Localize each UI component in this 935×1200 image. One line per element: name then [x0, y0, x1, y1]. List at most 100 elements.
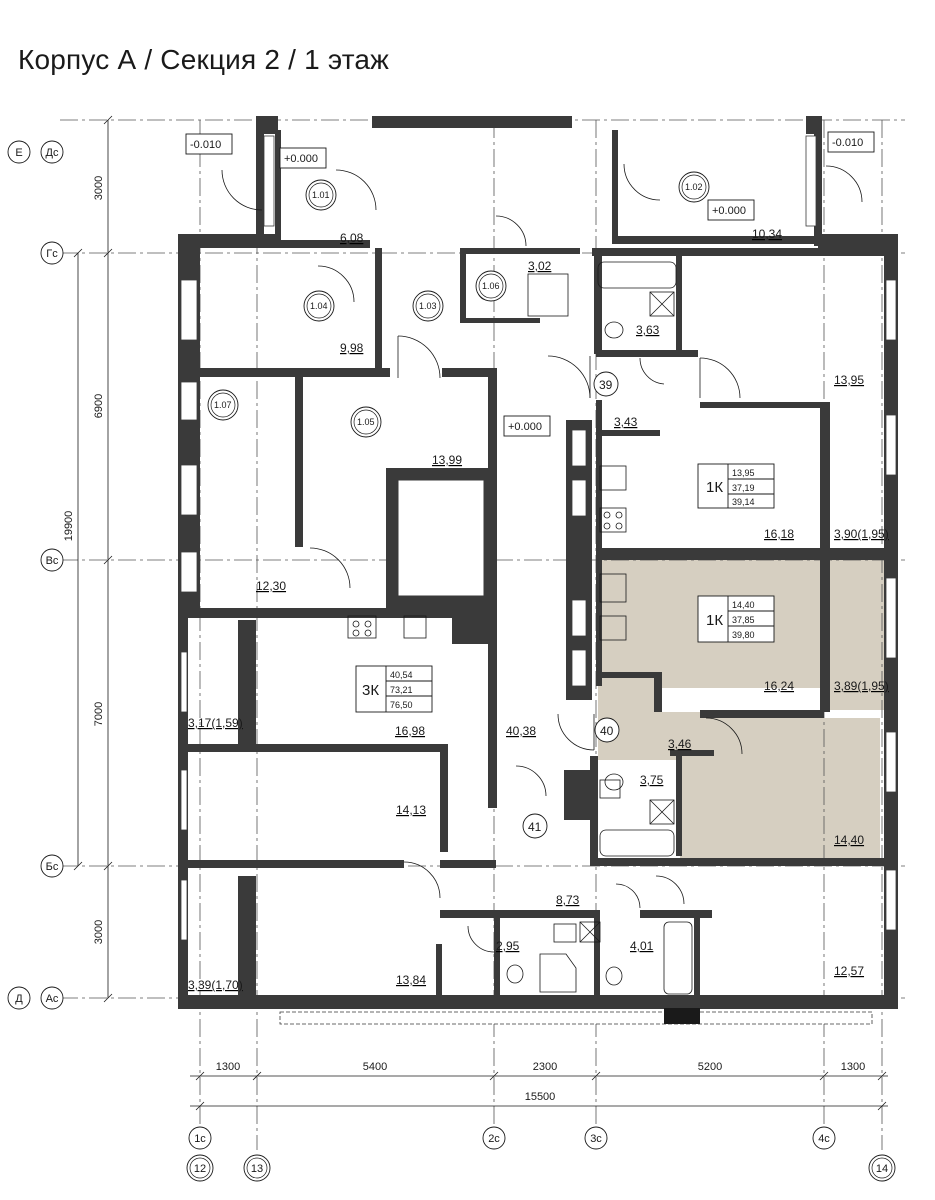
level-zero-101: +0.000 — [284, 153, 318, 165]
axis-3c: 3с — [590, 1133, 602, 1145]
apartment-boxes — [355, 463, 775, 713]
room-tag-101: 1.01 — [312, 190, 330, 200]
kitchen-niches — [571, 429, 587, 687]
apartment-type-41: 3К — [362, 682, 379, 699]
area-1384: 13,84 — [396, 973, 426, 987]
area-1257: 12,57 — [834, 964, 864, 978]
apartment-40-living: 14,40 — [732, 600, 755, 610]
area-998: 9,98 — [340, 341, 364, 355]
unit-numbers: 39 40 41 — [528, 378, 614, 834]
apartment-labels: 1К 13,95 37,19 39,14 1К 14,40 37,85 39,8… — [362, 468, 755, 710]
room-tags: 1.01 1.02 1.04 1.03 1.06 1.07 1.05 — [214, 182, 703, 427]
area-1399: 13,99 — [432, 453, 462, 467]
room-tag-107: 1.07 — [214, 400, 232, 410]
area-608: 6,08 — [340, 231, 364, 245]
level-zero-102: +0.000 — [712, 205, 746, 217]
axis-bs: Бс — [46, 861, 59, 873]
area-302: 3,02 — [528, 259, 552, 273]
level-boxes — [185, 131, 875, 437]
area-317: 3,17(1,59) — [188, 716, 243, 730]
apartment-type-40: 1К — [706, 612, 723, 629]
axis-13: 13 — [251, 1163, 263, 1175]
area-401: 4,01 — [630, 939, 654, 953]
sanitary-fixtures — [347, 261, 693, 995]
area-389: 3,89(1,95) — [834, 679, 889, 693]
unit-40: 40 — [600, 724, 614, 738]
dim-h-1300-left: 1300 — [216, 1061, 240, 1073]
dim-v-6900: 6900 — [93, 394, 105, 418]
dim-h-1300-right: 1300 — [841, 1061, 865, 1073]
apartment-41-total-balcony: 76,50 — [390, 700, 413, 710]
dim-v-7000: 7000 — [93, 702, 105, 726]
area-4038: 40,38 — [506, 724, 536, 738]
bottom-strip — [279, 1011, 873, 1025]
axis-gs: Гс — [46, 248, 58, 260]
room-tag-103: 1.03 — [419, 301, 437, 311]
axis-2c: 2с — [488, 1133, 500, 1145]
area-343: 3,43 — [614, 415, 638, 429]
axis-1c: 1с — [194, 1133, 206, 1145]
axis-12: 12 — [194, 1163, 206, 1175]
windows — [180, 135, 897, 941]
dim-v-19900: 19900 — [63, 511, 75, 542]
axis-d: Д — [15, 993, 23, 1005]
apartment-39-living: 13,95 — [732, 468, 755, 478]
level-minus-right: -0.010 — [832, 137, 863, 149]
apartment-41-total: 73,21 — [390, 685, 413, 695]
area-1698: 16,98 — [395, 724, 425, 738]
door-swings — [221, 163, 863, 953]
axis-labels: Е Дс Гс Вс Бс Д Ас 1с 2с 3с 4с 12 13 14 — [15, 147, 888, 1175]
dim-h-15500: 15500 — [525, 1091, 556, 1103]
dim-v-3000-bottom: 3000 — [93, 920, 105, 944]
area-1230: 12,30 — [256, 579, 286, 593]
area-375: 3,75 — [640, 773, 664, 787]
unit-41: 41 — [528, 820, 542, 834]
dim-h-5200: 5200 — [698, 1061, 722, 1073]
area-1395: 13,95 — [834, 373, 864, 387]
area-1440: 14,40 — [834, 833, 864, 847]
level-labels: -0.010 +0.000 +0.000 -0.010 +0.000 — [190, 137, 863, 433]
axis-4c: 4с — [818, 1133, 830, 1145]
horizontal-dimensions: 1300 5400 2300 5200 1300 15500 — [216, 1061, 865, 1103]
dim-h-5400: 5400 — [363, 1061, 387, 1073]
axis-markers — [7, 140, 896, 1182]
room-areas: 6,08 10,34 3,02 9,98 3,63 13,95 3,43 13,… — [188, 227, 889, 992]
area-346: 3,46 — [668, 737, 692, 751]
vertical-dimensions: 3000 6900 19900 7000 3000 — [63, 176, 105, 944]
dim-h-2300: 2300 — [533, 1061, 557, 1073]
area-390: 3,90(1,95) — [834, 527, 889, 541]
axis-14: 14 — [876, 1163, 888, 1175]
level-minus-left: -0.010 — [190, 139, 221, 151]
area-363: 3,63 — [636, 323, 660, 337]
bottom-niche — [664, 1008, 700, 1024]
dim-v-3000-top: 3000 — [93, 176, 105, 200]
area-1618: 16,18 — [764, 527, 794, 541]
elevator-shaft — [397, 479, 485, 597]
room-tag-102: 1.02 — [685, 182, 703, 192]
area-1624: 16,24 — [764, 679, 794, 693]
apartment-type-39: 1К — [706, 479, 723, 496]
apartment-39-total: 37,19 — [732, 483, 755, 493]
unit-39: 39 — [599, 378, 613, 392]
area-873: 8,73 — [556, 893, 580, 907]
axis-inner-rings — [189, 174, 893, 1179]
axis-e: Е — [15, 147, 22, 159]
apartment-40-total-balcony: 39,80 — [732, 630, 755, 640]
area-339: 3,39(1,70) — [188, 978, 243, 992]
axis-as: Ас — [46, 993, 59, 1005]
room-tag-105: 1.05 — [357, 417, 375, 427]
area-1034: 10,34 — [752, 227, 782, 241]
axis-ds: Дс — [46, 147, 59, 159]
axis-vs: Вс — [46, 555, 59, 567]
dimension-lines — [73, 115, 888, 1111]
level-zero-corridor: +0.000 — [508, 421, 542, 433]
area-1413: 14,13 — [396, 803, 426, 817]
apartment-39-total-balcony: 39,14 — [732, 497, 755, 507]
area-295: 2,95 — [496, 939, 520, 953]
room-tag-104: 1.04 — [310, 301, 328, 311]
apartment-40-total: 37,85 — [732, 615, 755, 625]
page-title: Корпус А / Секция 2 / 1 этаж — [18, 44, 390, 75]
room-tag-106: 1.06 — [482, 281, 500, 291]
apartment-41-living: 40,54 — [390, 670, 413, 680]
